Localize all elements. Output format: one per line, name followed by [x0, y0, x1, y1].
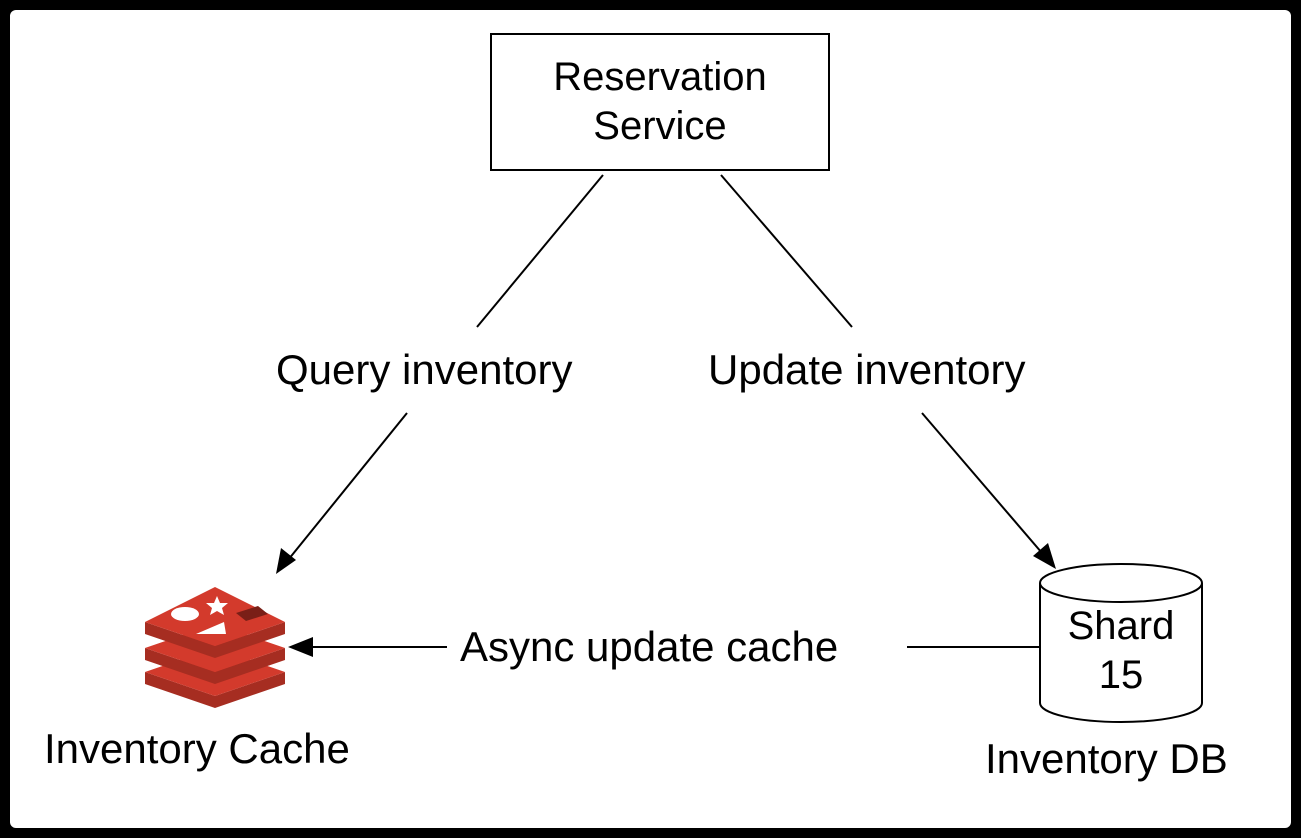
reservation-service-line2: Service [593, 104, 727, 148]
update-inventory-label: Update inventory [708, 346, 1026, 393]
reservation-service-node: Reservation Service [490, 33, 830, 171]
query-inventory-label: Query inventory [276, 346, 573, 393]
query-arrow [283, 412, 408, 566]
update-arrowhead [1033, 543, 1056, 569]
shard-label-line1: Shard [1067, 604, 1175, 648]
inventory-db-caption: Inventory DB [985, 735, 1228, 782]
reservation-service-line1: Reservation [553, 55, 767, 100]
database-cylinder-icon [1039, 563, 1203, 723]
inventory-cache-caption: Inventory Cache [44, 725, 350, 772]
async-arrowhead [288, 637, 313, 657]
redis-logo-icon [145, 587, 285, 708]
shard-label: Shard 15 [1040, 602, 1202, 700]
shard-label-line2: 15 [1098, 652, 1144, 697]
async-update-cache-label: Async update cache [460, 623, 839, 670]
update-connector-upper [720, 174, 853, 328]
update-arrow [921, 412, 1049, 561]
query-connector-upper [476, 174, 604, 328]
query-arrowhead [276, 548, 296, 574]
